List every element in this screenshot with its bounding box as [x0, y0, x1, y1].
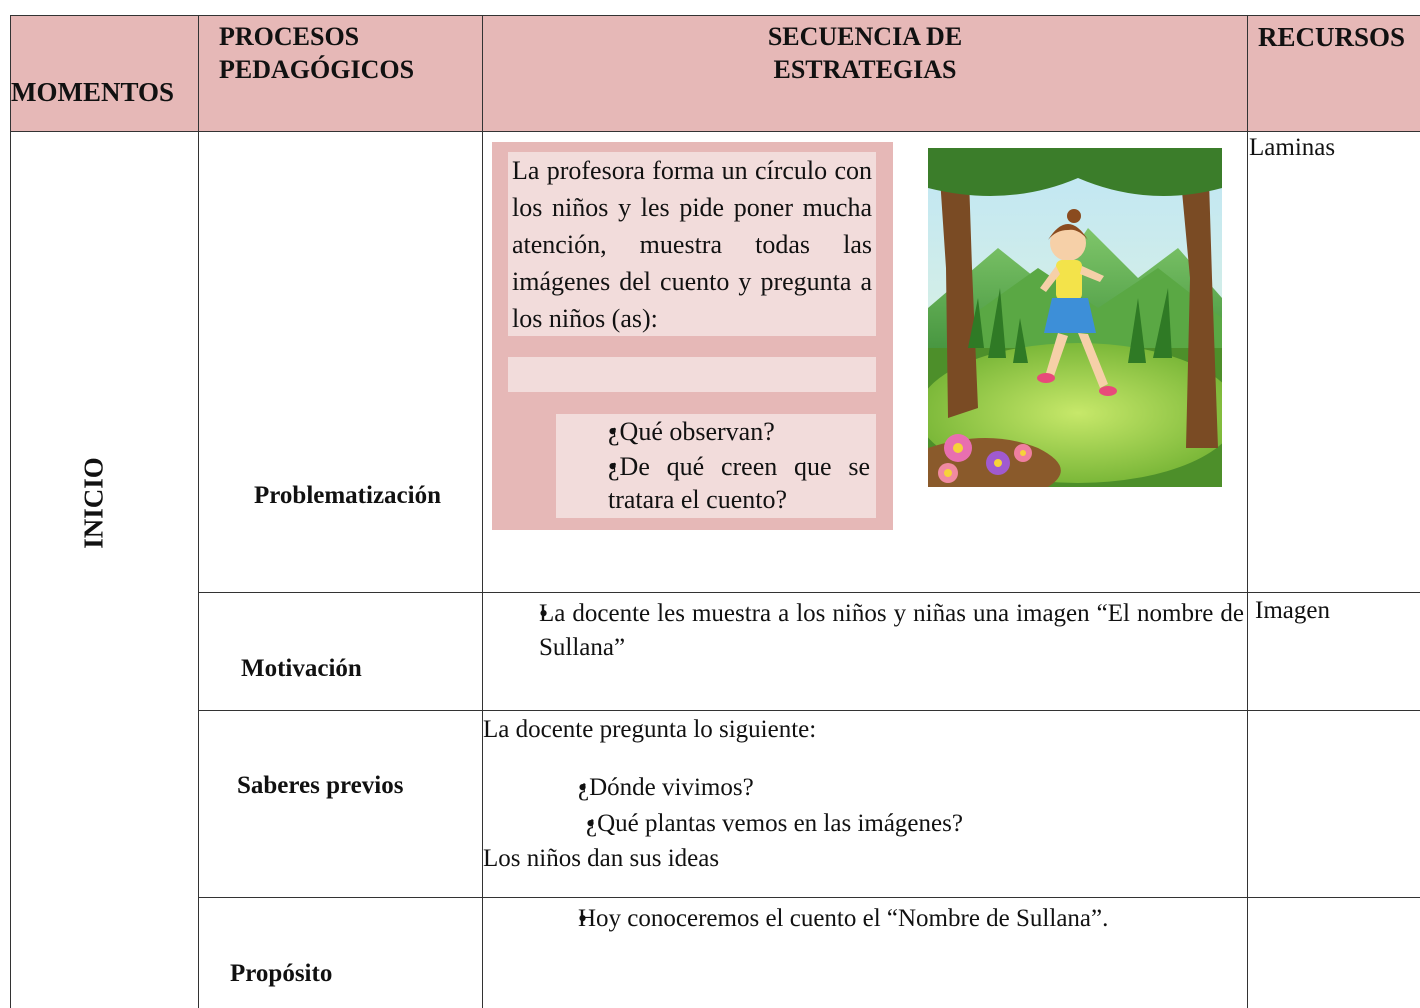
table-border-top — [10, 15, 1420, 16]
header-procesos-line2: PEDAGÓGICOS — [219, 55, 415, 84]
story-illustration — [928, 148, 1222, 487]
table-border-header-bottom — [10, 131, 1420, 132]
saberes-questions: ¿Dónde vivimos? ¿Qué plantas vemos en la… — [530, 770, 1230, 842]
process-proposito: Propósito — [230, 960, 333, 987]
motivacion-text: La docente les muestra a los niños y niñ… — [539, 600, 1244, 661]
question-text: ¿Qué plantas vemos en las imágenes? — [586, 810, 963, 837]
proposito-strategy: Hoy conoceremos el cuento el “Nombre de … — [530, 902, 1240, 936]
list-item: ¿De qué creen que se tratara el cuento? — [556, 450, 876, 516]
moment-inicio: INICIO — [78, 457, 109, 549]
list-item: La docente les muestra a los niños y niñ… — [494, 597, 1244, 665]
header-secuencia: SECUENCIA DE ESTRATEGIAS — [660, 22, 1070, 85]
problem-intro: La profesora forma un círculo con los ni… — [508, 152, 876, 336]
resource-laminas: Laminas — [1249, 134, 1336, 161]
row-divider — [198, 592, 1420, 593]
col-divider — [482, 15, 483, 1008]
question-text: ¿Dónde vivimos? — [578, 774, 754, 801]
header-secuencia-line1: SECUENCIA DE — [767, 22, 963, 51]
header-procesos-line1: PROCESOS — [219, 22, 360, 51]
problem-spacer — [508, 357, 876, 392]
problem-questions: ¿Qué observan? ¿De qué creen que se trat… — [556, 414, 876, 518]
header-momentos: MOMENTOS — [11, 77, 175, 107]
list-item: ¿Qué plantas vemos en las imágenes? — [530, 806, 1230, 842]
proposito-text: Hoy conoceremos el cuento el “Nombre de … — [578, 905, 1109, 932]
process-problematizacion: Problematización — [254, 482, 441, 509]
list-item: Hoy conoceremos el cuento el “Nombre de … — [530, 902, 1240, 936]
col-divider — [1247, 15, 1248, 1008]
list-item: ¿Dónde vivimos? — [530, 770, 1230, 806]
question-text: ¿De qué creen que se tratara el cuento? — [608, 452, 870, 514]
process-saberes-previos: Saberes previos — [237, 772, 404, 799]
motivacion-strategy: La docente les muestra a los niños y niñ… — [494, 597, 1244, 665]
question-text: ¿Qué observan? — [608, 417, 775, 446]
col-divider — [198, 15, 199, 1008]
header-procesos: PROCESOS PEDAGÓGICOS — [219, 22, 414, 85]
header-secuencia-line2: ESTRATEGIAS — [773, 55, 957, 84]
list-item: ¿Qué observan? — [556, 414, 876, 450]
row-divider — [198, 710, 1420, 711]
table-header-row — [10, 15, 1420, 131]
saberes-intro: La docente pregunta lo siguiente: — [483, 716, 817, 743]
resource-imagen: Imagen — [1255, 597, 1330, 624]
process-motivacion: Motivación — [241, 655, 362, 682]
table-border-left — [10, 15, 11, 1008]
row-divider — [198, 897, 1420, 898]
header-recursos: RECURSOS — [1258, 22, 1406, 52]
saberes-outro: Los niños dan sus ideas — [483, 845, 720, 872]
forest-girl-image — [928, 148, 1222, 487]
